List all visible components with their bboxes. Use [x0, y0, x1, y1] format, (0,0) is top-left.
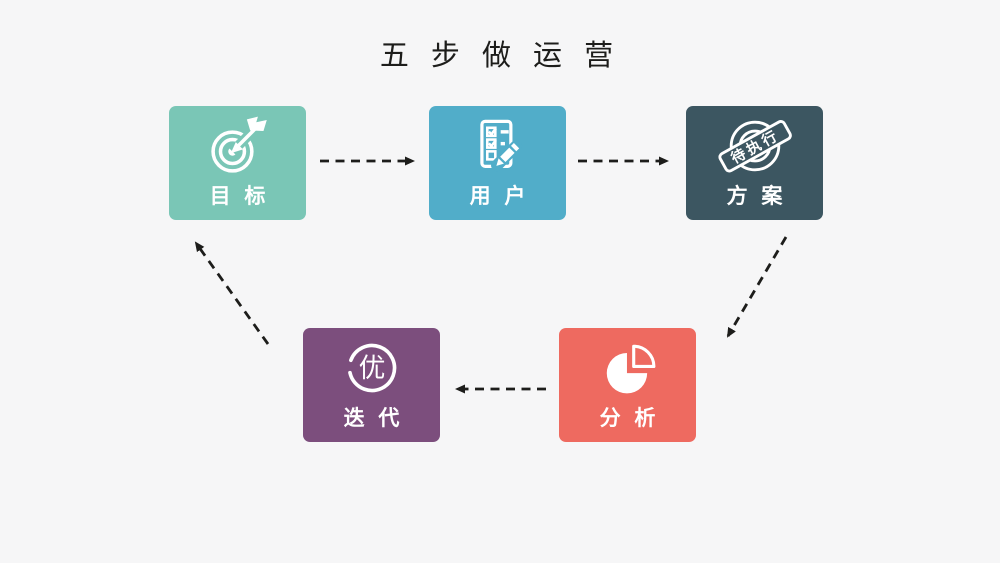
- checklist-pencil-icon: [468, 112, 528, 180]
- pending-stamp-icon: 待执行: [717, 112, 792, 180]
- badge-text: 优: [358, 353, 385, 383]
- target-dart-icon: [207, 112, 269, 180]
- step-box-analysis: 分 析: [559, 328, 696, 442]
- step-label: 用 户: [469, 185, 530, 208]
- page-title: 五 步 做 运 营: [379, 40, 621, 72]
- optimize-badge-icon: 优: [342, 334, 402, 402]
- step-label: 分 析: [599, 407, 660, 430]
- step-label: 目 标: [209, 185, 270, 208]
- flow-arrow-iterate-to-goal: [194, 241, 270, 345]
- step-label: 方 案: [726, 185, 787, 208]
- pie-chart-icon: [599, 334, 657, 402]
- step-box-goal: 目 标: [169, 106, 306, 220]
- step-box-plan: 待执行 方 案: [686, 106, 823, 220]
- step-label: 迭 代: [343, 407, 404, 430]
- step-box-iterate: 优 迭 代: [303, 328, 440, 442]
- step-box-user: 用 户: [429, 106, 566, 220]
- flow-arrow-plan-to-analysis: [726, 236, 788, 338]
